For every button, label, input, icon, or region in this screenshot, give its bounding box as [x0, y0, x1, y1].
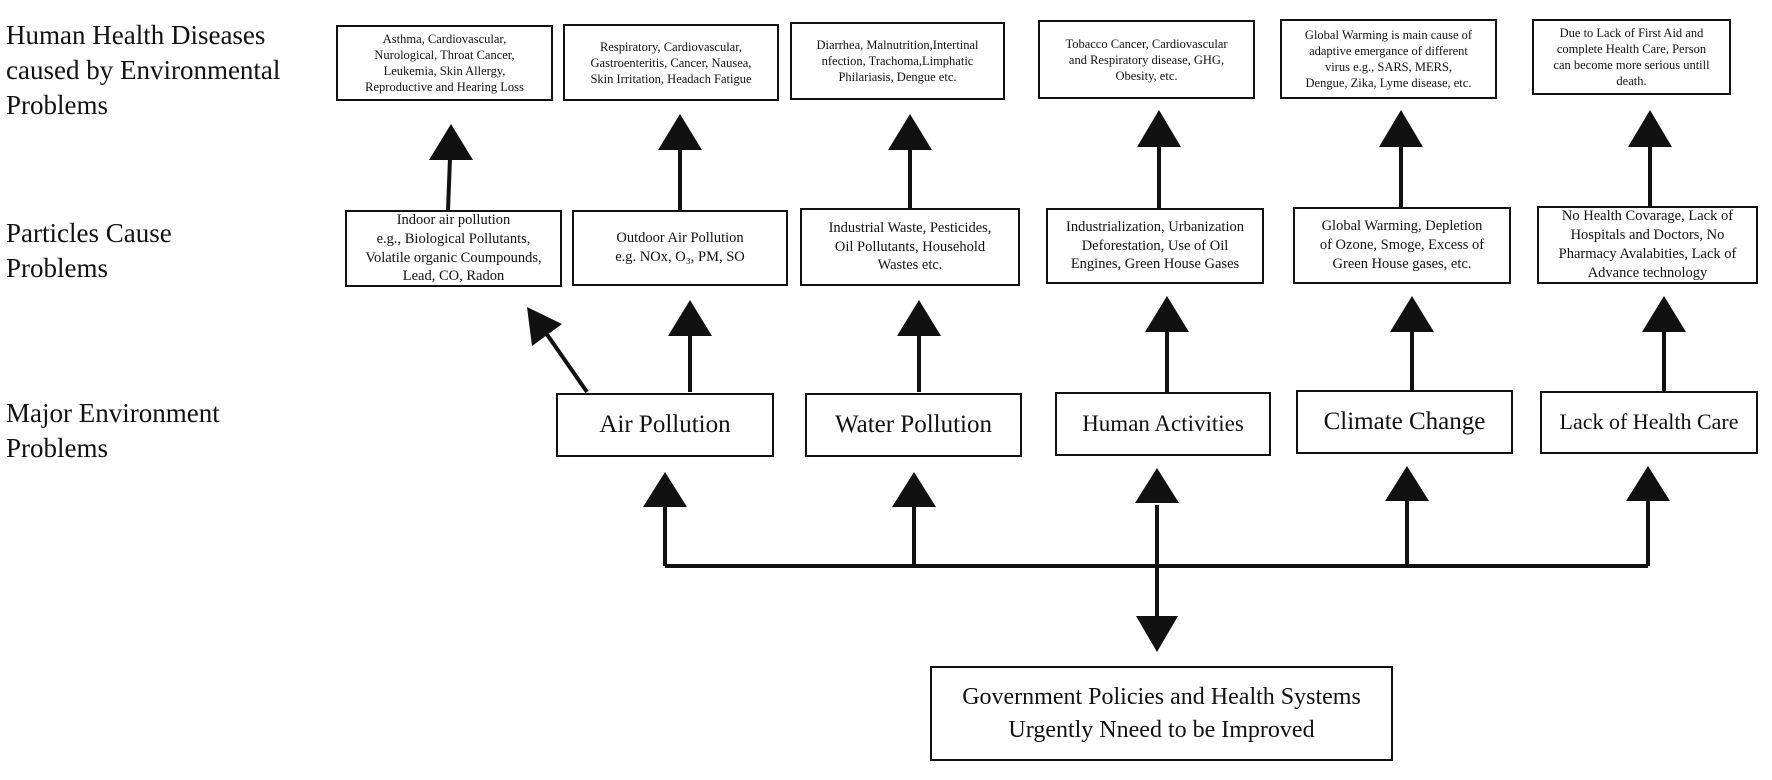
particle-box-indoor-air: Indoor air pollution e.g., Biological Po… [345, 210, 562, 287]
disease-box-human-activities: Tobacco Cancer, Cardiovascular and Respi… [1038, 20, 1255, 99]
particle-box-human-activities: Industrialization, Urbanization Deforest… [1046, 208, 1264, 284]
link-air-indoor [544, 331, 589, 394]
problem-box-lack-of-health-care: Lack of Health Care [1540, 391, 1758, 454]
arrowhead-into-climate-change [1385, 466, 1429, 501]
row-label-diseases: Human Health Diseases caused by Environm… [6, 20, 281, 121]
arrowhead-into-industrial-waste [897, 300, 941, 336]
arrowhead-into-health-coverage [1642, 296, 1686, 332]
disease-box-air-outdoor: Respiratory, Cardiovascular, Gastroenter… [563, 24, 779, 101]
problem-box-human-activities: Human Activities [1055, 392, 1271, 456]
arrowhead-into-lack-of-health-care [1626, 466, 1670, 501]
arrowhead-into-diseases-2 [658, 114, 702, 150]
arrowhead-into-global-warming [1390, 296, 1434, 332]
problem-box-air-pollution: Air Pollution [556, 393, 774, 457]
disease-box-air-indoor: Asthma, Cardiovascular, Nurological, Thr… [336, 25, 553, 101]
particle-box-climate: Global Warming, Depletion of Ozone, Smog… [1293, 207, 1511, 284]
arrowhead-into-indoor-air [527, 307, 562, 346]
arrowhead-into-air-pollution [643, 472, 687, 507]
particle-box-health-care: No Health Covarage, Lack of Hospitals an… [1537, 206, 1758, 284]
arrowhead-into-diseases-5 [1379, 110, 1423, 147]
row-label-problems: Major Environment Problems [6, 398, 220, 464]
arrowhead-into-diseases-4 [1137, 110, 1181, 147]
row-label-particles: Particles Cause Problems [6, 218, 172, 284]
problem-box-water-pollution: Water Pollution [805, 393, 1022, 457]
particle-box-water: Industrial Waste, Pesticides, Oil Pollut… [800, 208, 1020, 286]
government-policy-box: Government Policies and Health Systems U… [930, 666, 1393, 761]
arrowhead-into-human-activities [1135, 468, 1179, 503]
disease-box-climate: Global Warming is main cause of adaptive… [1280, 19, 1497, 99]
arrowhead-into-diseases-3 [888, 114, 932, 150]
problem-box-climate-change: Climate Change [1296, 390, 1513, 454]
arrowhead-into-industrialization [1145, 296, 1189, 332]
arrowhead-into-outdoor-air [668, 300, 712, 336]
disease-box-water: Diarrhea, Malnutrition,Intertinal nfecti… [790, 22, 1005, 100]
link-indoor-diseases [446, 157, 452, 211]
arrowhead-into-diseases-6 [1628, 110, 1672, 147]
arrowhead-into-diseases-1 [429, 124, 473, 160]
arrowhead-into-water-pollution [892, 472, 936, 507]
arrowhead-into-government-box [1136, 616, 1178, 652]
disease-box-health-care: Due to Lack of First Aid and complete He… [1532, 19, 1731, 95]
particle-box-outdoor-air: Outdoor Air Pollution e.g. NOx, O₃, PM, … [572, 210, 788, 286]
